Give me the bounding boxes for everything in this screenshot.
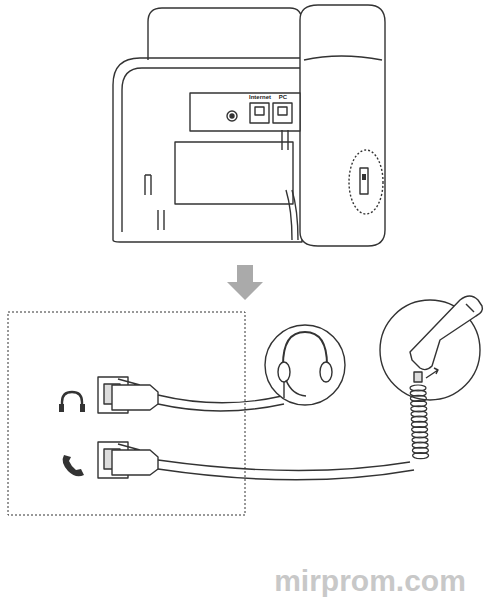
- internet-port: [250, 103, 269, 123]
- headband: [283, 332, 327, 365]
- zoom-box: [8, 312, 245, 515]
- phone-body-edge: [122, 68, 300, 232]
- port-highlight: [349, 150, 383, 214]
- handset-detail: [466, 304, 474, 312]
- phone-body: [113, 58, 302, 242]
- down-arrow: [227, 265, 263, 300]
- earcup: [320, 362, 332, 382]
- hook: [145, 175, 151, 195]
- headset-cord: [283, 382, 284, 398]
- headset-circle: [265, 325, 345, 405]
- headset-icon-cup: [59, 404, 64, 412]
- earcup: [278, 362, 290, 382]
- handset-plug: [112, 444, 158, 475]
- handset: [410, 296, 482, 370]
- handset-port: [360, 168, 368, 194]
- recess: [175, 142, 293, 204]
- handset-cable: [158, 460, 414, 480]
- headset-icon: [62, 392, 82, 410]
- headset-icon-cup: [80, 404, 85, 412]
- headset-cable: [158, 395, 284, 411]
- handset-plug-small: [414, 372, 422, 382]
- power-jack-pin: [230, 114, 234, 118]
- handset-icon: [63, 455, 84, 476]
- cable-slot: [286, 190, 298, 240]
- phone-stand: [148, 8, 302, 60]
- port-label: PC: [279, 94, 287, 100]
- coil-winding: [413, 453, 429, 459]
- headset-plug: [112, 379, 158, 410]
- handset-side: [300, 5, 385, 246]
- back-panel: [190, 93, 300, 131]
- handset-line: [304, 56, 382, 60]
- coil-cord: [410, 385, 429, 459]
- power-jack: [227, 111, 237, 121]
- pc-port-inner: [278, 107, 287, 115]
- internet-port-inner: [255, 107, 264, 115]
- microphone-boom: [286, 380, 306, 396]
- insert-arrow: [426, 368, 438, 378]
- pc-port: [273, 103, 292, 123]
- hook: [282, 130, 288, 150]
- handset-port-pin: [362, 174, 366, 180]
- hook: [158, 210, 164, 230]
- watermark: mirprom.com: [274, 566, 466, 596]
- port-label: Internet: [249, 94, 271, 100]
